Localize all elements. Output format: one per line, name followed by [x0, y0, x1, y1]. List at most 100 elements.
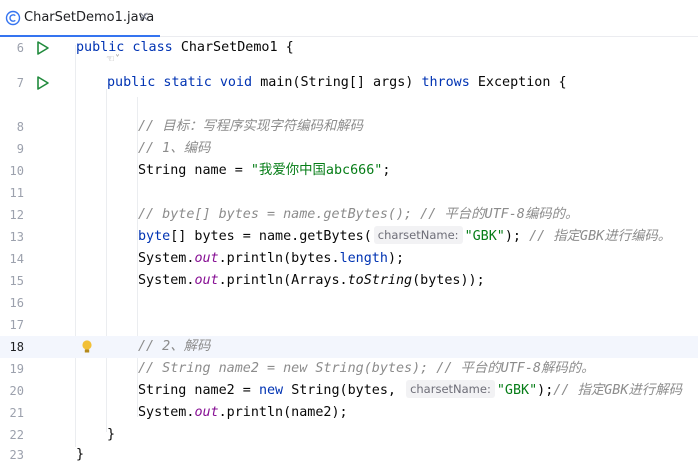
code-token: System. — [138, 273, 195, 288]
code-line[interactable]: 21 System.out.println(name2); — [0, 402, 698, 424]
code-token: String name2 = — [138, 383, 259, 398]
run-icon[interactable] — [36, 40, 50, 56]
keyword-token: byte — [138, 229, 171, 244]
keyword-token: public class — [76, 40, 181, 55]
code-token: ); — [537, 383, 554, 398]
code-text: // byte[] bytes = name.getBytes(); // 平台… — [138, 204, 578, 226]
code-text: public static void main(String[] args) t… — [107, 72, 567, 94]
string-literal: "我爱你中国abc666" — [250, 163, 383, 178]
static-method-token: toString — [347, 273, 413, 288]
comment-token: // byte[] bytes = name.getBytes(); // 平台… — [138, 207, 579, 222]
code-token: .println(bytes. — [218, 251, 340, 266]
line-number: 23 — [9, 448, 24, 462]
code-line[interactable]: 12// byte[] bytes = name.getBytes(); // … — [0, 204, 698, 226]
line-number: 15 — [9, 274, 24, 288]
tab-label: CharSetDemo1.java — [24, 10, 155, 25]
code-text: // 1、编码 — [138, 138, 210, 160]
code-text: } — [76, 444, 84, 466]
code-line[interactable]: 22} — [0, 424, 698, 446]
string-literal: "GBK" — [464, 229, 505, 244]
code-line[interactable]: 16 — [0, 292, 698, 314]
comment-token: // 指定GBK进行解码 — [553, 383, 682, 398]
code-line[interactable]: 20 String name2 = new String(bytes, chars… — [0, 380, 698, 402]
code-line[interactable]: 13 byte[] bytes = name.getBytes(charsetNa… — [0, 226, 698, 248]
static-field-token: out — [194, 273, 219, 288]
keyword-token: length — [339, 251, 388, 266]
line-number: 7 — [16, 76, 24, 90]
line-number: 16 — [9, 296, 24, 310]
static-field-token: out — [194, 405, 219, 420]
code-line[interactable]: 9 // 1、编码 — [0, 138, 698, 160]
code-token: ; — [382, 163, 391, 178]
code-text: System.out.println(name2); — [138, 402, 348, 424]
line-number: 19 — [9, 362, 24, 376]
line-number: 13 — [9, 230, 24, 244]
code-line[interactable]: 10 String name = "我爱你中国abc666"; — [0, 160, 698, 182]
code-line[interactable]: 8 // 目标：写程序实现字符编码和解码 — [0, 116, 698, 138]
code-text: System.out.println(Arrays.toString(bytes… — [138, 270, 485, 292]
indent-guide — [137, 97, 138, 417]
comment-token: // 1、编码 — [138, 141, 211, 156]
code-line[interactable]: 23} — [0, 444, 698, 466]
active-tab-indicator — [0, 35, 160, 37]
code-token: CharSetDemo1 { — [180, 40, 294, 55]
code-editor[interactable]: ☜˅ 6 public class CharSetDemo1 { 7 public st… — [0, 37, 698, 462]
comment-token: // String name2 = new String(bytes); // … — [138, 361, 595, 376]
code-text: System.out.println(bytes.length); — [138, 248, 404, 270]
code-line[interactable]: 18 // 2、解码 — [0, 336, 698, 358]
code-text: String name = "我爱你中国abc666"; — [138, 160, 390, 182]
code-token: ); — [504, 229, 530, 244]
keyword-token: throws — [421, 75, 478, 90]
line-number: 10 — [9, 164, 24, 178]
line-number: 20 — [9, 384, 24, 398]
string-literal: "GBK" — [496, 383, 538, 398]
code-token: } — [107, 427, 116, 442]
line-number: 21 — [9, 406, 24, 420]
code-text: // 目标：写程序实现字符编码和解码 — [138, 116, 363, 138]
code-token: System. — [138, 251, 195, 266]
code-text: // 2、解码 — [138, 336, 210, 358]
code-token: System. — [138, 405, 195, 420]
code-token: (bytes)); — [412, 273, 485, 288]
line-number: 8 — [16, 120, 24, 134]
line-number: 9 — [16, 142, 24, 156]
run-icon[interactable] — [36, 75, 50, 91]
line-number: 17 — [9, 318, 24, 332]
line-number: 18 — [9, 340, 24, 354]
code-token: } — [76, 447, 85, 462]
code-token: [] bytes = name.getBytes( — [170, 229, 372, 244]
line-number: 6 — [16, 41, 24, 55]
line-number: 22 — [9, 428, 24, 442]
code-line[interactable]: 6 public class CharSetDemo1 { — [0, 37, 698, 59]
code-line[interactable]: 7 public static void main(String[] args) … — [0, 72, 698, 94]
code-text: public class CharSetDemo1 { — [76, 37, 294, 59]
keyword-token: public static void — [107, 75, 261, 90]
comment-token: // 2、解码 — [138, 339, 211, 354]
editor-tab-bar: CharSetDemo1.java × — [0, 0, 698, 37]
code-vision-hint-icon[interactable]: ☜˅ — [106, 54, 120, 65]
static-field-token: out — [194, 251, 219, 266]
parameter-name-hint: charsetName: — [406, 380, 495, 398]
editor-tab-charsetdemo1[interactable]: CharSetDemo1.java × — [0, 0, 160, 37]
code-line[interactable]: 11 — [0, 182, 698, 204]
code-token: String(bytes, — [291, 383, 405, 398]
code-token: .println(Arrays. — [218, 273, 348, 288]
code-line[interactable]: 15 System.out.println(Arrays.toString(byt… — [0, 270, 698, 292]
code-text: // String name2 = new String(bytes); // … — [138, 358, 595, 380]
keyword-token: new — [258, 383, 292, 398]
comment-token: // 指定GBK进行编码。 — [529, 229, 672, 244]
code-token: Exception { — [477, 75, 567, 90]
code-token: String name = — [138, 163, 251, 178]
code-token: .println(name2); — [218, 405, 348, 420]
code-line[interactable]: 17 — [0, 314, 698, 336]
code-text: byte[] bytes = name.getBytes(charsetName… — [138, 226, 671, 248]
code-token: main(String[] args) — [260, 75, 422, 90]
line-number: 11 — [9, 186, 24, 200]
comment-token: // 目标：写程序实现字符编码和解码 — [138, 119, 364, 134]
indent-guide — [75, 45, 76, 447]
close-tab-icon[interactable]: × — [138, 9, 150, 25]
indent-guide — [106, 89, 107, 432]
intention-bulb-icon[interactable] — [80, 339, 94, 355]
code-line[interactable]: 19 // String name2 = new String(bytes); /… — [0, 358, 698, 380]
